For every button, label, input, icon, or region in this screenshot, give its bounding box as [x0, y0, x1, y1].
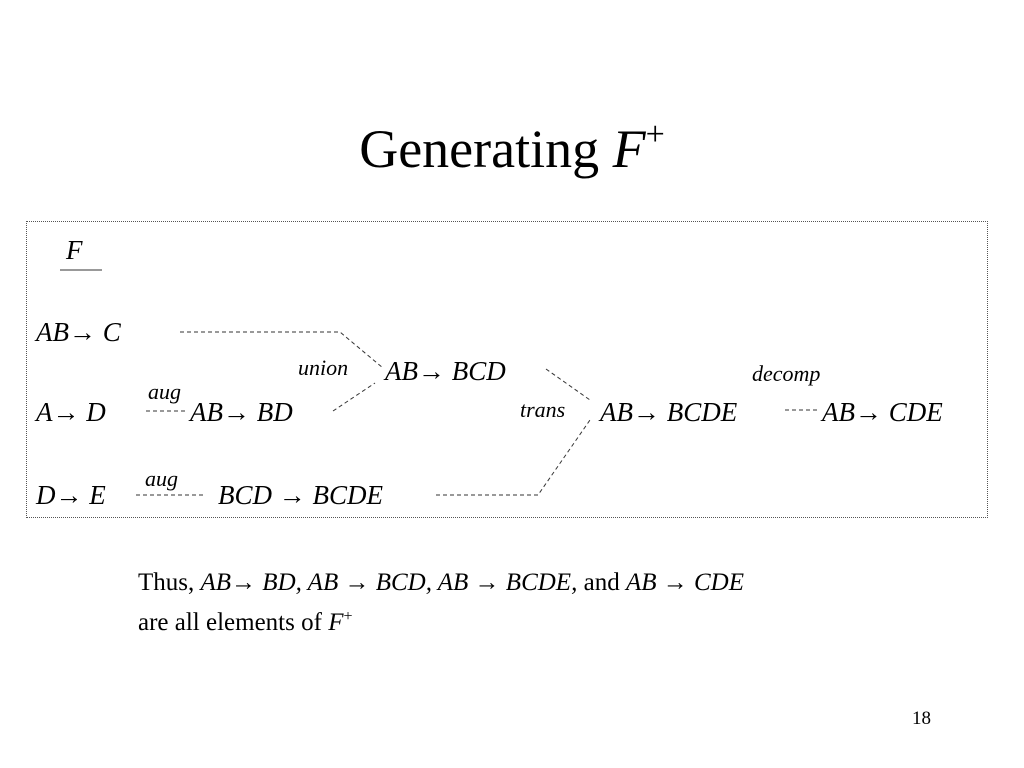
summary-fd1: AB→ BD, — [200, 569, 308, 596]
page-number: 18 — [912, 708, 931, 729]
summary-fd4: AB → CDE — [625, 569, 744, 596]
fd-bcd-bcde: BCD → BCDE — [218, 480, 383, 510]
fd-ab-bd: AB→ BD — [190, 397, 293, 427]
title-plus: + — [645, 116, 665, 153]
fd-d-e: D→ E — [36, 480, 106, 510]
title-f: F — [612, 119, 646, 179]
rule-aug-2: aug — [145, 466, 178, 491]
rule-decomp: decomp — [752, 361, 821, 386]
summary-fd2: AB → BCD, — [307, 569, 438, 596]
summary-fd3: AB → BCDE, — [437, 569, 578, 596]
summary-and: and — [577, 569, 626, 596]
rule-union: union — [298, 355, 349, 380]
rule-aug-1: aug — [148, 379, 181, 404]
summary-f: F — [328, 609, 344, 636]
fd-ab-c: AB→ C — [36, 317, 121, 347]
fd-ab-cde: AB→ CDE — [822, 397, 943, 427]
fd-a-d: A→ D — [36, 397, 106, 427]
summary-line2: are all elements of — [138, 609, 329, 636]
fd-ab-bcd: AB→ BCD — [385, 356, 506, 386]
rule-trans: trans — [520, 397, 566, 422]
summary-thus: Thus, — [138, 569, 201, 596]
slide-title: Generating F+ — [0, 100, 1024, 184]
fd-ab-bcde: AB→ BCDE — [600, 397, 738, 427]
title-text: Generating — [359, 119, 613, 179]
diagram-box — [26, 221, 988, 518]
summary-plus: + — [343, 608, 353, 625]
summary-text: Thus, AB→ BD, AB → BCD, AB → BCDE, and A… — [138, 566, 988, 640]
f-header: F — [66, 235, 83, 265]
